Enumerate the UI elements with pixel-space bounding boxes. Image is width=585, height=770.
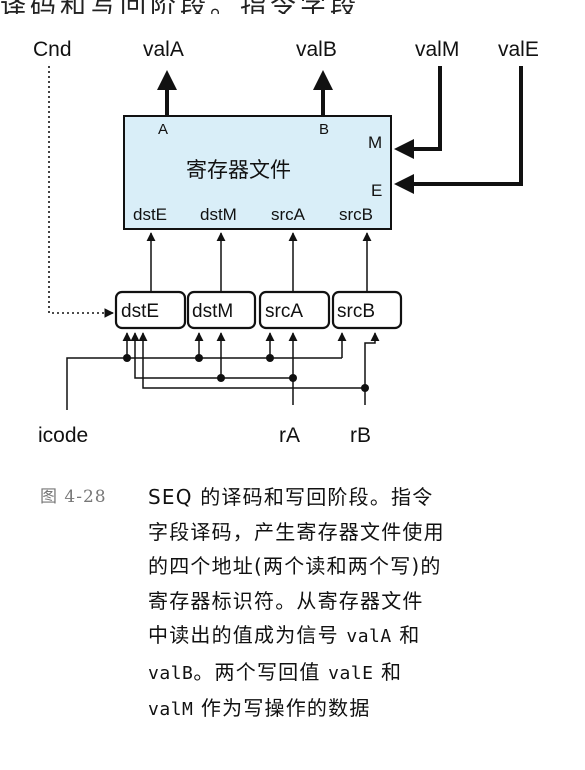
rb-label: rB <box>350 424 371 447</box>
vale-label: valE <box>498 38 539 61</box>
caption-line-1: SEQ 的译码和写回阶段。指令 <box>148 485 434 509</box>
dstm-box-label: dstM <box>192 301 233 322</box>
caption-code-valm: valM <box>148 699 194 720</box>
port-dstm-label: dstM <box>200 205 237 224</box>
caption-line-7: valM 作为写操作的数据 <box>148 691 558 728</box>
rb-bus <box>138 332 380 405</box>
valm-wire <box>394 66 442 159</box>
caption-code-vale: valE <box>328 662 374 684</box>
dste-box <box>114 290 187 330</box>
port-dste-label: dstE <box>133 205 167 224</box>
decode-writeback-diagram: Cnd valA valB valM valE 寄存器文件 A B M E ds… <box>33 38 539 447</box>
caption-code-vala: valA <box>346 626 392 647</box>
ra-junction-2 <box>217 374 225 382</box>
caption-line-2: 字段译码，产生寄存器文件使用 <box>148 519 445 544</box>
register-file-title: 寄存器文件 <box>186 158 291 182</box>
caption-line-6-mid: 。两个写回值 <box>193 659 329 684</box>
icode-junction-2 <box>195 354 203 362</box>
caption-line-5-pre: 中读出的值成为信号 <box>148 623 347 647</box>
icode-bus <box>66 332 347 410</box>
dste-box-label: dstE <box>121 301 159 322</box>
icode-label: icode <box>38 424 88 447</box>
valb-label: valB <box>296 38 337 61</box>
srcb-box-label: srcB <box>337 301 375 322</box>
caption-line-6-post: 和 <box>373 659 403 684</box>
caption-line-6: valB。两个写回值 valE 和 <box>148 655 558 692</box>
srca-box <box>258 290 331 330</box>
caption-line-3: 的四个地址(两个读和两个写)的 <box>148 554 442 578</box>
vala-label: valA <box>143 38 184 61</box>
ra-junction-1 <box>289 374 297 382</box>
caption-line-5: 中读出的值成为信号 valA 和 <box>148 618 558 655</box>
caption-line-4: 寄存器标识符。从寄存器文件 <box>148 588 424 613</box>
port-m-label: M <box>368 133 382 152</box>
caption-text: SEQ 的译码和写回阶段。指令 字段译码，产生寄存器文件使用 的四个地址(两个读… <box>148 480 558 728</box>
port-b-label: B <box>319 121 329 138</box>
srca-box-label: srcA <box>265 301 303 322</box>
caption-line-7-post: 作为写操作的数据 <box>193 696 371 720</box>
caption-code-valb: valB <box>148 662 194 684</box>
port-srca-label: srcA <box>271 205 306 224</box>
port-e-label: E <box>371 181 382 200</box>
caption-line-5-post: 和 <box>391 623 421 647</box>
icode-junction-3 <box>266 354 274 362</box>
cnd-label: Cnd <box>33 38 72 61</box>
vale-wire <box>394 66 523 194</box>
ra-label: rA <box>279 424 300 447</box>
rb-junction <box>361 384 369 392</box>
cnd-wire <box>48 66 114 318</box>
figure-number: 图 4-28 <box>40 487 107 507</box>
icode-junction-1 <box>123 354 131 362</box>
register-file-block <box>123 115 392 230</box>
port-srcb-label: srcB <box>339 205 373 224</box>
dstm-box <box>186 290 257 330</box>
srcb-box <box>331 290 403 330</box>
valm-label: valM <box>415 38 459 61</box>
port-a-label: A <box>158 121 168 138</box>
